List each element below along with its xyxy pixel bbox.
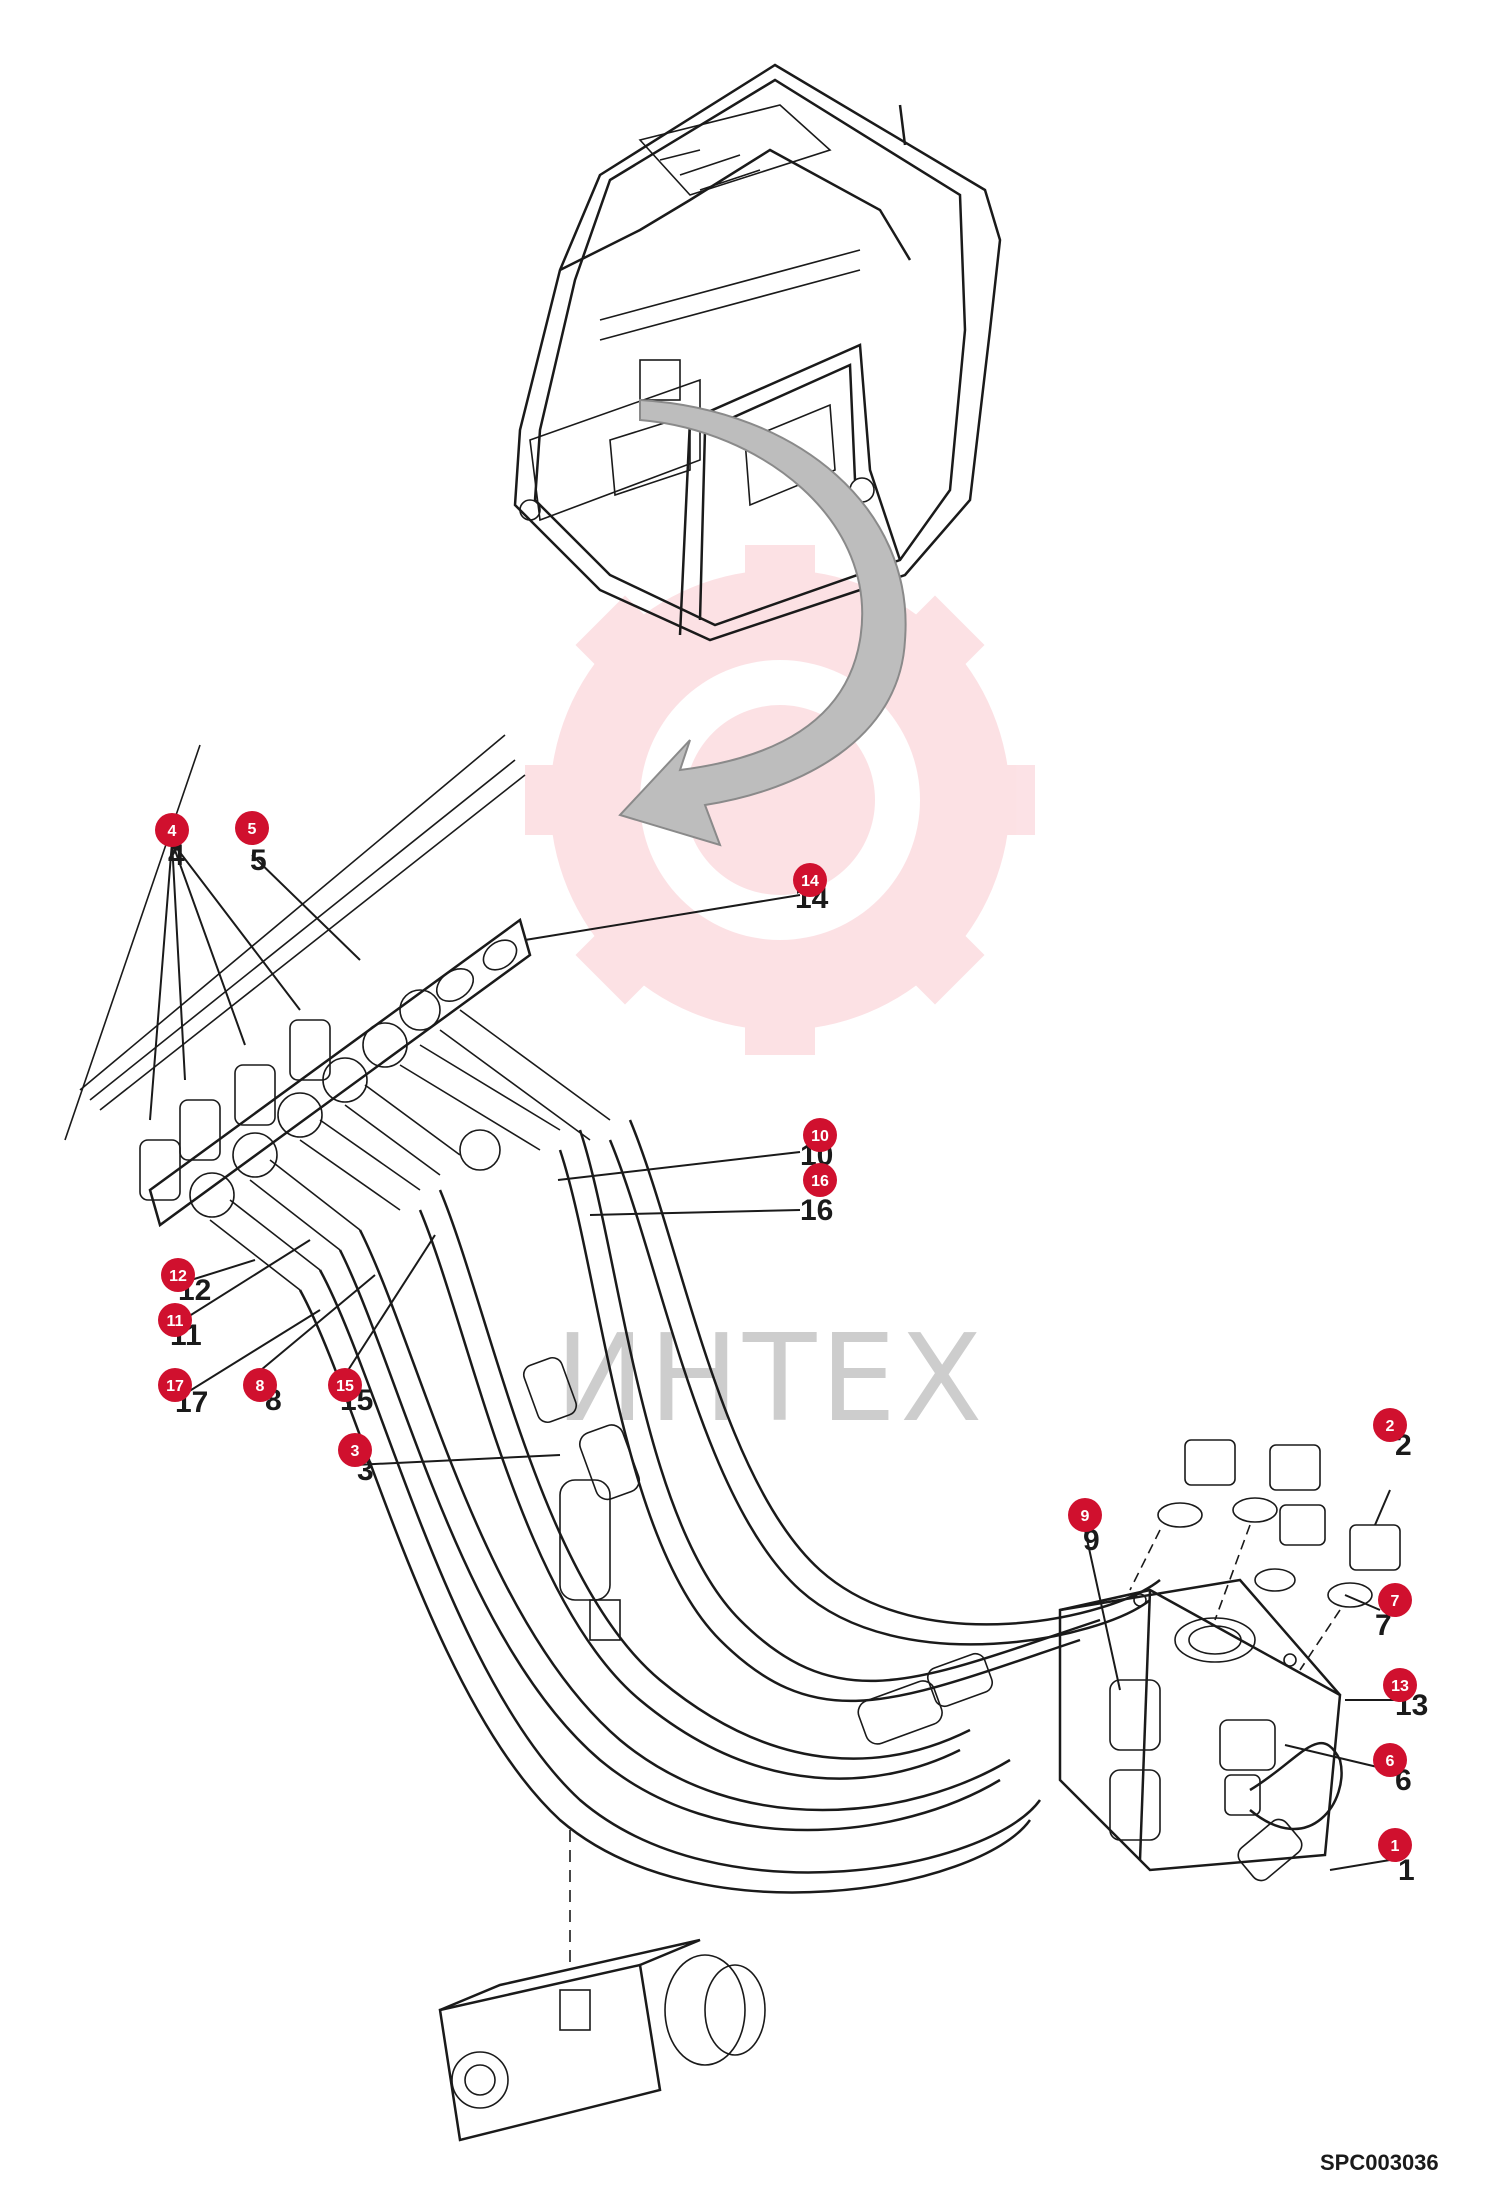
svg-text:17: 17 (166, 1378, 184, 1395)
callout-17[interactable]: 17 (158, 1368, 192, 1402)
svg-text:5: 5 (248, 821, 257, 838)
callout-markers: 4 5 14 10 16 12 11 17 8 15 3 2 9 7 13 6 … (155, 811, 1417, 1862)
callout-6[interactable]: 6 (1373, 1743, 1407, 1777)
svg-text:16: 16 (811, 1173, 829, 1190)
svg-text:4: 4 (168, 823, 177, 840)
svg-text:1: 1 (1391, 1838, 1400, 1855)
callout-2[interactable]: 2 (1373, 1408, 1407, 1442)
callout-3[interactable]: 3 (338, 1433, 372, 1467)
svg-text:13: 13 (1391, 1678, 1409, 1695)
rops-frame (513, 63, 1002, 642)
callout-10[interactable]: 10 (803, 1118, 837, 1152)
svg-text:14: 14 (801, 873, 819, 890)
leader-lines (149, 841, 1400, 1871)
svg-text:16: 16 (800, 1194, 833, 1227)
reference-code: SPC003036 (1320, 2150, 1439, 2175)
bulkhead-fittings (139, 989, 611, 1291)
svg-text:5: 5 (250, 844, 267, 877)
svg-text:9: 9 (1081, 1508, 1090, 1525)
callout-4[interactable]: 4 (155, 813, 189, 847)
callout-8[interactable]: 8 (243, 1368, 277, 1402)
svg-text:15: 15 (336, 1378, 354, 1395)
svg-text:9: 9 (1083, 1524, 1100, 1557)
svg-text:4: 4 (168, 839, 185, 872)
bulkhead-plate (148, 917, 532, 1228)
svg-text:3: 3 (351, 1443, 360, 1460)
hydraulic-hoses (298, 1119, 1343, 1894)
callout-12[interactable]: 12 (161, 1258, 195, 1292)
svg-text:7: 7 (1391, 1593, 1400, 1610)
solenoid-valve (438, 1830, 766, 2142)
callout-15[interactable]: 15 (328, 1368, 362, 1402)
svg-text:11: 11 (167, 1313, 184, 1330)
callout-1[interactable]: 1 (1378, 1828, 1412, 1862)
detail-arrow-icon (618, 398, 907, 847)
svg-text:6: 6 (1386, 1753, 1395, 1770)
callout-5[interactable]: 5 (235, 811, 269, 845)
svg-text:2: 2 (1386, 1418, 1395, 1435)
callout-13[interactable]: 13 (1383, 1668, 1417, 1702)
hose-sleeves (522, 1356, 1303, 1882)
frame-rails (64, 734, 526, 1141)
callout-14[interactable]: 14 (793, 863, 827, 897)
callout-11[interactable]: 11 (158, 1303, 192, 1337)
plugs-and-washers (1129, 1439, 1401, 1671)
callout-7[interactable]: 7 (1378, 1583, 1412, 1617)
svg-text:12: 12 (169, 1268, 187, 1285)
svg-text:7: 7 (1375, 1609, 1392, 1642)
svg-text:8: 8 (256, 1378, 265, 1395)
svg-text:10: 10 (811, 1128, 829, 1145)
svg-text:1: 1 (1398, 1854, 1415, 1887)
watermark-gear-icon (525, 545, 1035, 1055)
callout-16[interactable]: 16 (803, 1163, 837, 1197)
callout-9[interactable]: 9 (1068, 1498, 1102, 1532)
